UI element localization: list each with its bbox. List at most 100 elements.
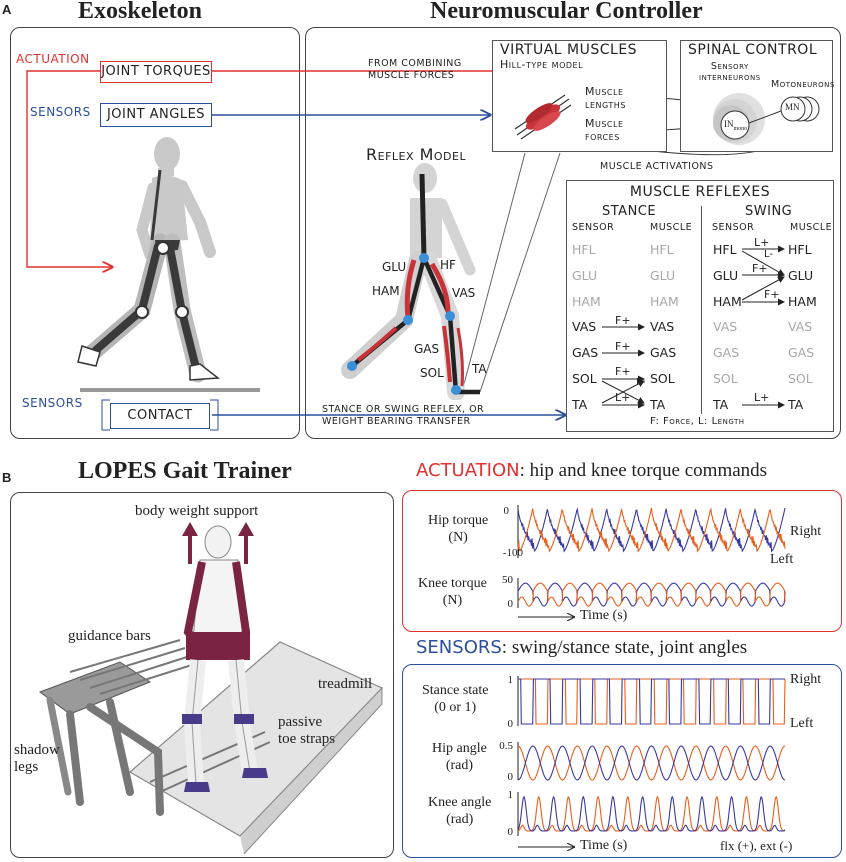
reflex-cell-swing-sensor-ta: TA [713,396,729,412]
treadmill-label: treadmill [318,676,373,692]
muscle-label-ta: TA [472,362,487,376]
reflex-cell-stance-muscle-glu: GLU [650,267,676,283]
virtual-muscles-title: VIRTUAL MUSCLES [500,42,638,58]
shadow-l2: legs [14,759,39,775]
muscle-col-stance: MUSCLE [650,222,693,233]
muscle-lengths-l2: lengths [585,98,626,111]
flx-ext-label: flx (+), ext (-) [720,838,793,853]
reflex-cell-swing-sensor-glu: GLU [713,267,739,283]
reflex-cell-stance-sensor-hfl: HFL [572,242,596,257]
muscle-label-hf: HF [440,258,456,272]
reflex-legend: F: Force, L: Length [650,416,745,427]
stance-header: STANCE [602,204,657,219]
reflex-cell-stance-sensor-ham: HAM [572,293,601,309]
muscle-reflexes-box: MUSCLE REFLEXES [566,180,834,432]
reflex-cell-swing-sensor-sol: SOL [713,371,738,386]
reflex-cell-swing-muscle-hfl: HFL [788,242,812,257]
tick-hip-torque-bot: -100 [503,547,524,559]
reflex-cell-stance-muscle-sol: SOL [650,371,675,386]
reflex-cell-stance-sensor-sol: SOL [572,371,597,386]
passive-l2: toe straps [278,731,336,747]
muscle-activations-label: MUSCLE ACTIVATIONS [600,161,714,172]
left-label-sensors: Left [790,716,814,731]
joint-torques-label: JOINT TORQUES [101,64,211,79]
reflex-cell-swing-sensor-vas: VAS [713,319,738,335]
neuromuscular-controller-title: Neuromuscular Controller [430,0,703,24]
reflex-model-title: Reflex Model [366,145,467,164]
in-text: IN [724,119,734,129]
contact-label: CONTACT [127,408,193,423]
sensor-col-stance: SENSOR [572,222,615,233]
muscle-label-glu: GLU [382,260,407,274]
reflex-fplus-glu: F+ [752,262,768,275]
time-label-sensors: Time (s) [580,838,628,853]
tick-knee-torque-bot: 0 [508,598,514,610]
stance-swing-text: STANCE OR SWING REFLEX, OR WEIGHT BEARIN… [322,404,484,428]
panel-b-letter: B [2,470,12,485]
from-combining-text: FROM COMBINING MUSCLE FORCES [368,58,462,82]
tick-hip-angle-bot: 0 [508,771,514,783]
reflex-fplus-gas: F+ [615,340,631,353]
actuation-heading-key: ACTUATION [416,460,520,481]
contact-box: CONTACT [110,403,210,429]
tick-knee-angle-top: 1 [508,789,514,801]
muscle-forces-l1: Muscle [585,117,624,130]
reflex-cell-stance-muscle-vas: VAS [650,319,675,335]
muscle-label-gas: GAS [414,342,440,356]
sensory-l1: Sensory [710,61,749,72]
shadow-l1: shadow [14,742,60,758]
stance-l1: Stance state [422,683,489,698]
lopes-gait-trainer-illustration [38,522,384,855]
reflex-cell-stance-sensor-vas: VAS [572,319,597,335]
muscle-label-ham: HAM [372,284,400,298]
stance-state-ylabel: Stance state (0 or 1) [422,682,488,716]
swing-header: SWING [745,204,793,219]
sensors-heading-key: SENSORS [416,637,502,658]
reflex-cell-swing-muscle-ta: TA [788,396,804,412]
in-subscript: mono [733,125,748,132]
hip-torque-ylabel: Hip torque(N) [428,512,488,546]
guidance-bars-label: guidance bars [68,628,151,644]
passive-l1: passive [278,714,323,730]
sensor-col-swing: SENSOR [712,222,755,233]
exoskeleton-title: Exoskeleton [78,0,203,24]
reflex-cell-swing-muscle-vas: VAS [788,319,813,335]
knee-angle-left [517,795,786,832]
joint-angles-box: JOINT ANGLES [100,103,212,127]
muscle-label-sol: SOL [420,366,444,380]
reflex-arrows [601,245,785,409]
hill-type-label: Hill-type model [500,58,584,71]
hip-torque-l2: (N) [448,530,468,545]
hip-torque-left [517,507,786,553]
reflex-cell-stance-muscle-hfl: HFL [650,242,674,257]
panel-a-letter: A [2,2,12,17]
stance-l2: (0 or 1) [434,700,477,715]
sensors-heading: SENSORS: swing/stance state, joint angle… [416,637,747,659]
hip-torque-right [517,507,786,553]
from-combining-line1: FROM COMBINING [368,58,462,69]
tick-stance-bot: 0 [508,718,514,730]
reflex-fplus-sol: F+ [615,365,631,378]
muscle-forces-l2: forces [585,130,620,143]
knee-torque-l2: (N) [442,593,463,608]
actuation-heading: ACTUATION: hip and knee torque commands [416,460,767,482]
stance-swing-line1: STANCE OR SWING REFLEX, OR [322,404,485,415]
joint-torques-box: JOINT TORQUES [100,61,212,83]
reflex-cell-stance-muscle-ham: HAM [650,293,679,309]
reflex-cell-stance-sensor-gas: GAS [572,345,599,361]
contact-stub [101,399,219,431]
sensory-l2: interneurons [699,72,761,83]
knee-angle-l2: (rad) [446,812,474,827]
knee-torque-l1: Knee torque [418,576,487,591]
reflex-fminus-sol: F- [636,377,646,388]
hip-angle-l2: (rad) [445,758,474,773]
neuron-circles [713,93,820,145]
actuation-feed [26,70,112,267]
spinal-control-title: SPINAL CONTROL [688,42,818,58]
mn-label: MN [785,102,800,112]
